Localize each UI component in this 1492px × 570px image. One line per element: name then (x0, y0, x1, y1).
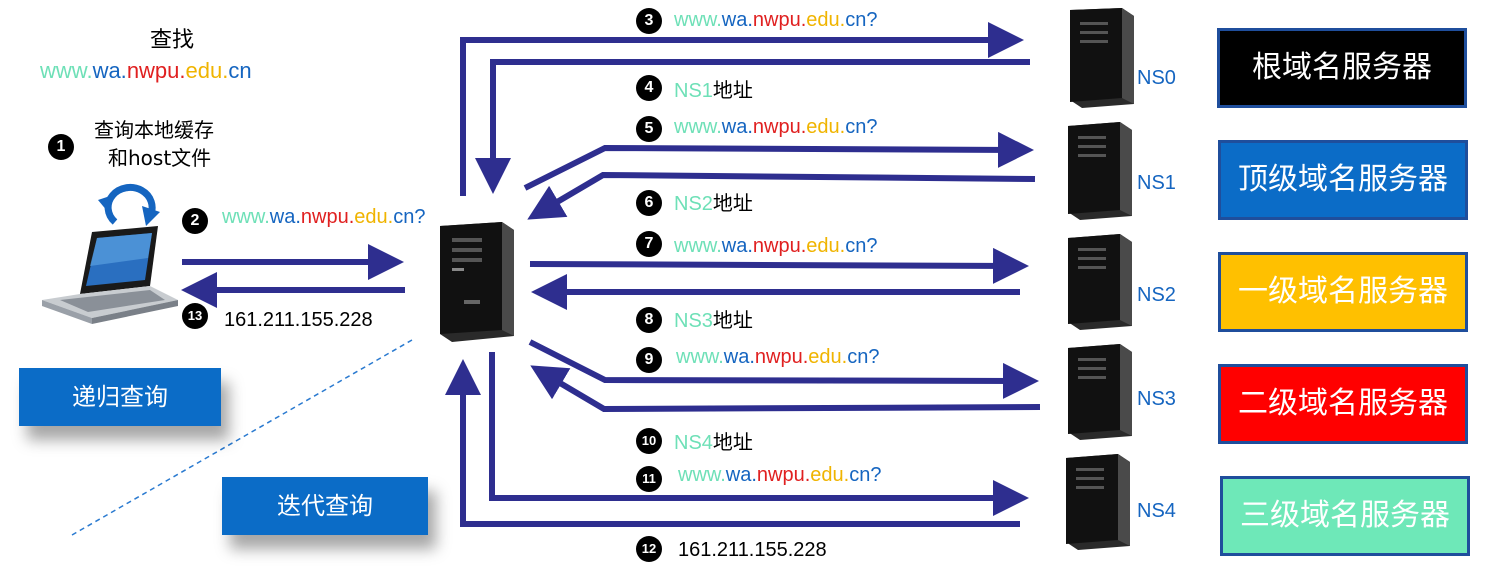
step-12-badge: 12 (636, 536, 662, 562)
step-4-badge: 4 (636, 75, 662, 101)
step-12-ip: 161.211.155.228 (678, 539, 827, 561)
root-server-box: 根域名服务器 (1217, 28, 1467, 108)
arrow-step7 (529, 247, 1029, 284)
tld-server-box: 顶级域名服务器 (1218, 140, 1468, 220)
step-11-url: www.wa.nwpu.edu.cn? (678, 464, 882, 486)
arrow-step11 (489, 352, 1029, 516)
step-4-answer: NS1地址 (674, 78, 753, 102)
step-3-badge: 3 (636, 8, 662, 34)
step-5-url: www.wa.nwpu.edu.cn? (674, 116, 878, 138)
ns4-server-icon (1066, 454, 1130, 550)
third-level-server-box: 三级域名服务器 (1220, 476, 1470, 556)
step-1-badge: 1 (48, 134, 74, 160)
arrow-step12 (445, 359, 1020, 527)
arrow-step10 (530, 365, 1041, 413)
step-11-badge: 11 (636, 466, 662, 492)
find-label: 查找 (150, 28, 195, 53)
local-server-icon (440, 222, 514, 342)
arrow-step5 (523, 131, 1034, 191)
refresh-icon (98, 184, 160, 226)
ns3-server-icon (1068, 344, 1132, 440)
step-10-answer: NS4地址 (674, 430, 753, 454)
ns0-server-icon (1070, 8, 1134, 108)
ns3-label: NS3 (1137, 388, 1176, 410)
step-1-text-line2: 和host文件 (108, 146, 212, 170)
step-9-badge: 9 (636, 347, 662, 373)
arrow-step9 (528, 339, 1039, 399)
ns0-label: NS0 (1137, 67, 1176, 89)
divider-line (71, 339, 413, 536)
step-13-badge: 13 (182, 303, 208, 329)
step-8-badge: 8 (636, 307, 662, 333)
step-13-ip: 161.211.155.228 (224, 309, 373, 331)
laptop-icon (42, 226, 178, 324)
ns1-label: NS1 (1137, 172, 1176, 194)
arrow-step6 (527, 171, 1036, 220)
iterative-query-label: 迭代查询 (222, 477, 428, 535)
step-9-url: www.wa.nwpu.edu.cn? (676, 346, 880, 368)
step-3-url: www.wa.nwpu.edu.cn? (674, 9, 878, 31)
step-1-text-line1: 查询本地缓存 (94, 118, 214, 142)
arrow-step4 (475, 59, 1030, 194)
step-8-answer: NS3地址 (674, 308, 753, 332)
step-6-badge: 6 (636, 190, 662, 216)
ns4-label: NS4 (1137, 500, 1176, 522)
first-level-server-box: 一级域名服务器 (1218, 252, 1468, 332)
ns2-label: NS2 (1137, 284, 1176, 306)
step-7-url: www.wa.nwpu.edu.cn? (674, 235, 878, 257)
step-6-answer: NS2地址 (674, 191, 753, 215)
recursive-query-label: 递归查询 (19, 368, 221, 426)
ns2-server-icon (1068, 234, 1132, 330)
step-2-badge: 2 (182, 208, 208, 234)
step-7-badge: 7 (636, 231, 662, 257)
target-url: www.wa.nwpu.edu.cn (40, 58, 252, 83)
step-2-url: www.wa.nwpu.edu.cn? (222, 206, 426, 228)
arrow-step3 (460, 22, 1024, 196)
second-level-server-box: 二级域名服务器 (1218, 364, 1468, 444)
ns1-server-icon (1068, 122, 1132, 220)
step-5-badge: 5 (636, 116, 662, 142)
step-10-badge: 10 (636, 428, 662, 454)
